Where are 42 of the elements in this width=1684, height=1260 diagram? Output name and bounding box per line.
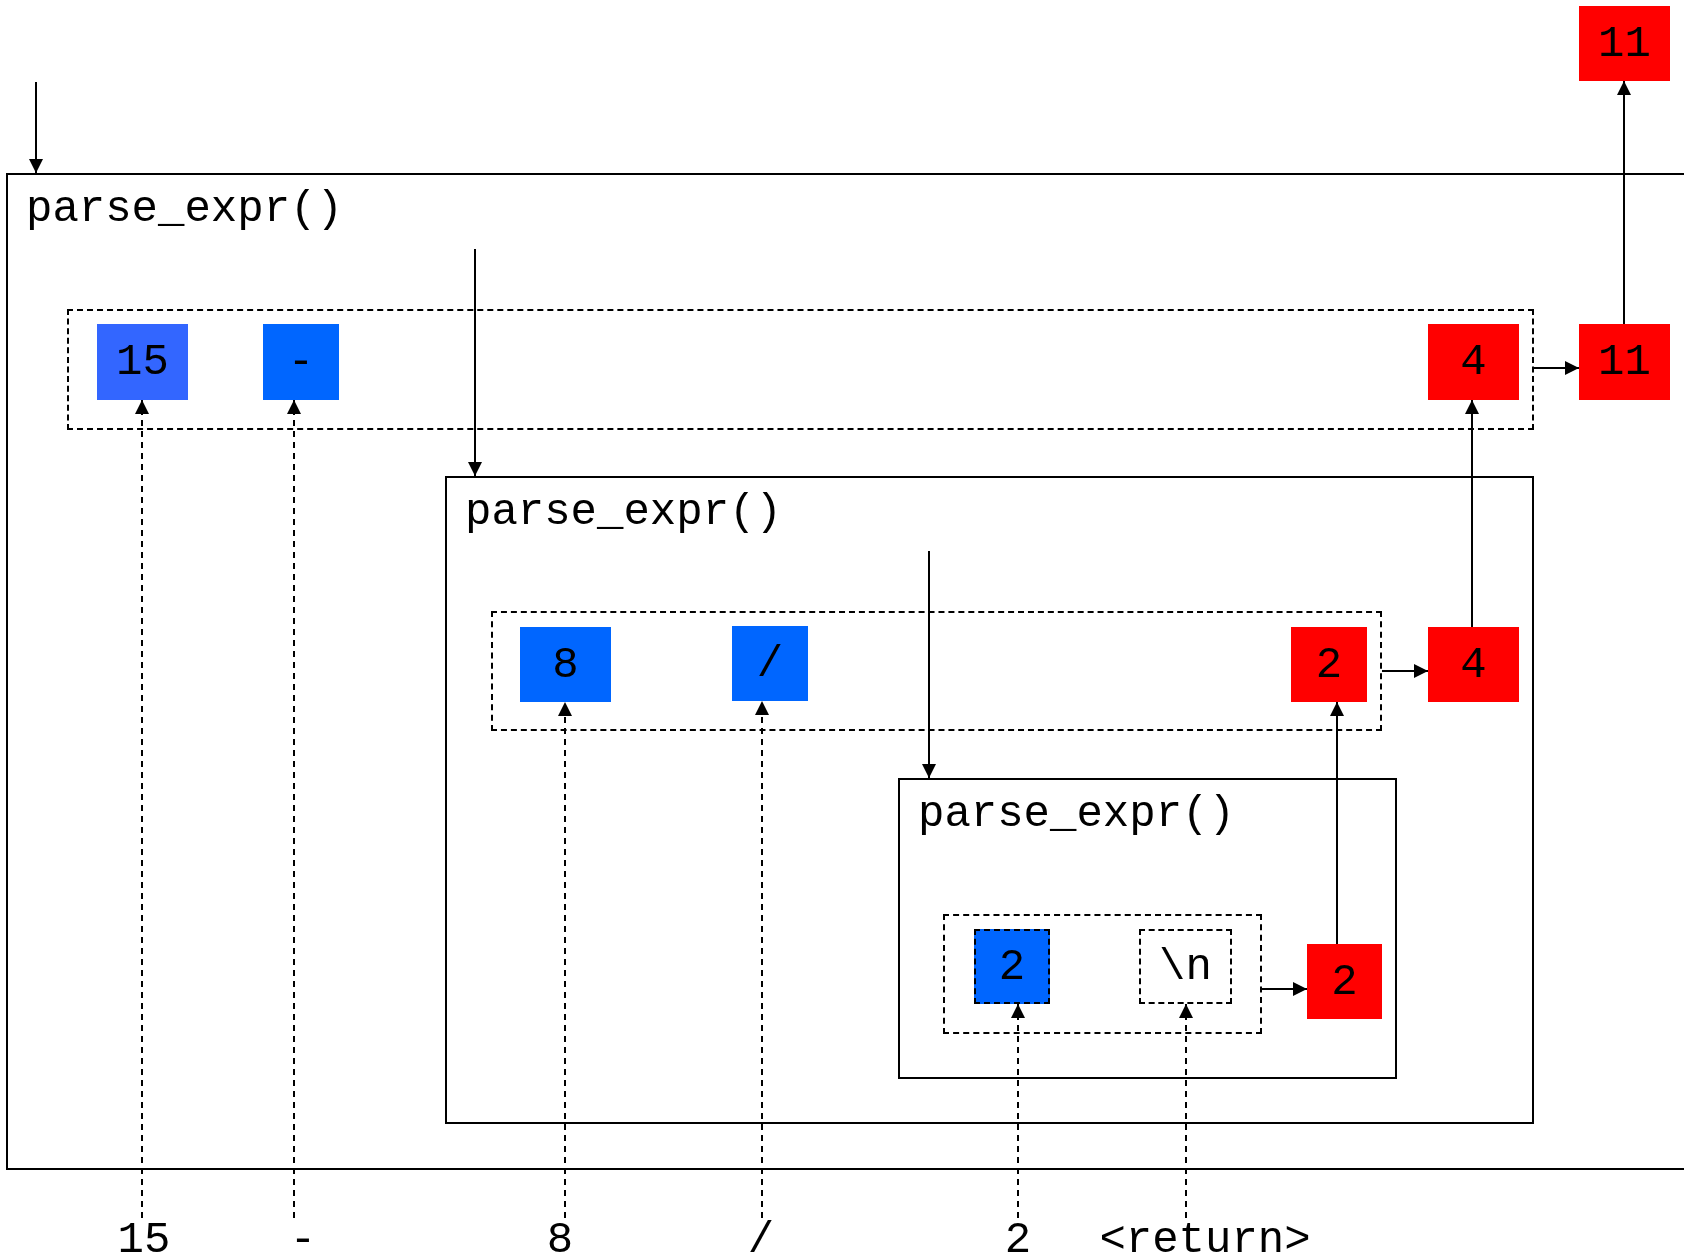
token-box: 15	[97, 324, 188, 400]
value-box: 4	[1428, 627, 1519, 702]
token-box: 2	[974, 929, 1050, 1004]
value-box: 2	[1307, 944, 1382, 1019]
arrow	[468, 248, 482, 477]
input-token: 15	[117, 1218, 171, 1260]
function-label: parse_expr()	[465, 486, 782, 539]
arrow	[922, 550, 936, 779]
function-label: parse_expr()	[26, 183, 343, 236]
arrow	[1533, 361, 1580, 375]
token-box: 8	[520, 627, 611, 702]
arrow	[1617, 80, 1631, 325]
arrow	[558, 701, 572, 1219]
token-group-frame	[491, 611, 1382, 731]
function-frame	[6, 173, 1684, 1170]
arrow	[287, 399, 301, 1219]
function-frame	[445, 476, 1534, 1124]
token-box: -	[263, 324, 339, 400]
arrow	[135, 399, 149, 1219]
token-box: \n	[1139, 929, 1232, 1004]
arrow	[1465, 399, 1479, 628]
arrow	[1381, 664, 1429, 678]
input-token: <return>	[1099, 1218, 1311, 1260]
value-box: 11	[1579, 324, 1670, 400]
arrow	[1261, 982, 1308, 996]
value-box: 2	[1291, 627, 1367, 702]
input-token: 8	[546, 1218, 574, 1260]
function-frame	[898, 778, 1397, 1079]
function-label: parse_expr()	[918, 788, 1235, 841]
input-token: -	[289, 1218, 317, 1260]
arrow	[1011, 1003, 1025, 1219]
value-box: 4	[1428, 324, 1519, 400]
arrow	[1179, 1003, 1193, 1219]
arrow	[755, 700, 769, 1219]
arrow	[29, 81, 43, 174]
token-box: /	[732, 626, 808, 701]
token-group-frame	[943, 914, 1262, 1034]
token-group-frame	[67, 309, 1534, 430]
value-box: 11	[1579, 6, 1670, 81]
input-token: 2	[1004, 1218, 1032, 1260]
input-token: /	[747, 1218, 775, 1260]
arrow	[1330, 701, 1344, 945]
